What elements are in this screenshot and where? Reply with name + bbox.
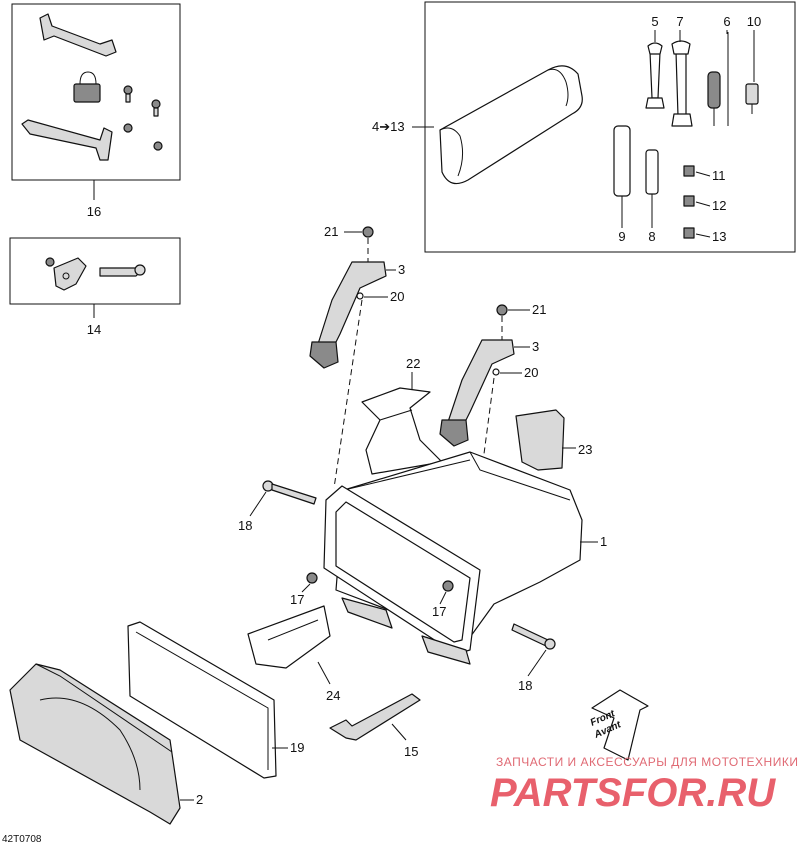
- watermark-caption: ЗАПЧАСТИ И АКСЕССУАРЫ ДЛЯ МОТОТЕХНИКИ: [496, 755, 798, 769]
- callout-13: 13: [712, 229, 726, 244]
- front-arrow: Front Avant: [589, 689, 649, 761]
- callout-3-left: 3: [398, 262, 405, 277]
- callout-16: 16: [87, 204, 101, 219]
- callout-9: 9: [618, 229, 625, 244]
- strap-part-16: [21, 13, 163, 161]
- box-frame-1: [323, 485, 481, 665]
- screw-21-left: [362, 226, 374, 238]
- bracket-part-14: [45, 257, 146, 291]
- callout-5: 5: [651, 14, 658, 29]
- handle-left-3: [309, 261, 387, 369]
- washer-20-right: [492, 368, 500, 376]
- watermark-brand: PARTSFOR.RU: [490, 771, 776, 815]
- callout-18-right: 18: [518, 678, 532, 693]
- callout-14: 14: [87, 322, 101, 337]
- callout-21-left: 21: [324, 224, 338, 239]
- socket-9: [613, 125, 631, 197]
- callout-20-left: 20: [390, 289, 404, 304]
- diagram-code: 42T0708: [2, 834, 42, 845]
- gasket-19: [127, 621, 277, 779]
- handle-right-3: [439, 339, 515, 447]
- lid-2: [9, 663, 181, 825]
- fuses-11-13: [683, 165, 695, 239]
- wrench-7: [671, 40, 693, 127]
- callout-7: 7: [676, 14, 683, 29]
- callout-12: 12: [712, 198, 726, 213]
- inset-box-14: [9, 237, 181, 305]
- callout-10: 10: [747, 14, 761, 29]
- callout-3-right: 3: [532, 339, 539, 354]
- callout-1: 1: [600, 534, 607, 549]
- callout-20-right: 20: [524, 365, 538, 380]
- callout-21-right: 21: [532, 302, 546, 317]
- callout-17-left: 17: [290, 592, 304, 607]
- callout-23: 23: [578, 442, 592, 457]
- callout-19: 19: [290, 740, 304, 755]
- washer-20-left: [356, 292, 364, 300]
- wrench-5: [645, 42, 665, 109]
- callout-24: 24: [326, 688, 340, 703]
- socket-8: [645, 149, 659, 195]
- callout-17-right: 17: [432, 604, 446, 619]
- screw-21-right: [496, 304, 508, 316]
- callout-11: 11: [712, 168, 726, 183]
- bolt-18-right: [511, 623, 556, 650]
- nut-17-left: [306, 572, 318, 584]
- callout-18-left: 18: [238, 518, 252, 533]
- inset-box-16: [11, 3, 181, 181]
- callout-2: 2: [196, 792, 203, 807]
- tool-15: [329, 693, 421, 741]
- fuse-puller-10: [745, 83, 759, 114]
- nut-17-right: [442, 580, 454, 592]
- callout-8: 8: [648, 229, 655, 244]
- callout-15: 15: [404, 744, 418, 759]
- callout-22: 22: [406, 356, 420, 371]
- pad-23: [515, 409, 565, 471]
- callout-4-13: 4➔13: [372, 119, 405, 134]
- pad-22: [361, 387, 443, 475]
- bolt-18-left: [262, 480, 317, 505]
- callout-6: 6: [723, 14, 730, 29]
- screwdriver-6: [707, 71, 721, 126]
- pad-24: [247, 605, 331, 669]
- tool-bag: [439, 65, 583, 185]
